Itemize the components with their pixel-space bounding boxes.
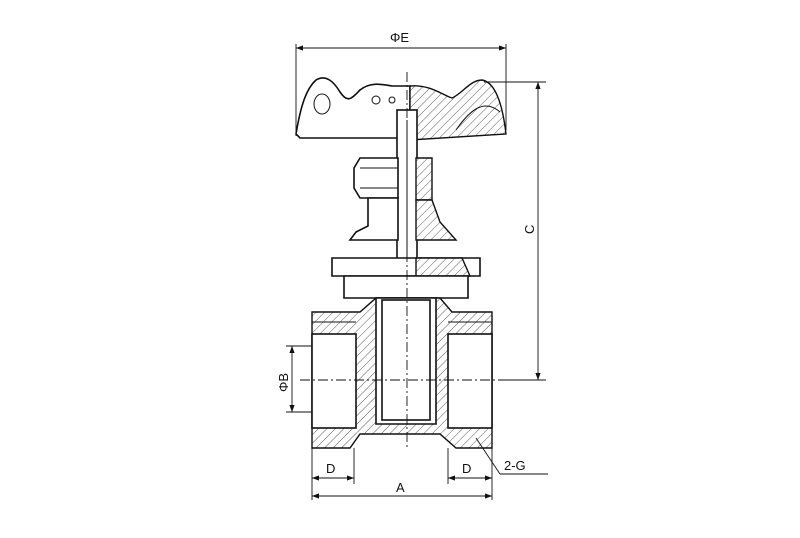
dimension-phi-b: ΦB [276, 345, 312, 413]
label-2g: 2-G [504, 458, 526, 473]
packing-nut [353, 157, 433, 201]
label-c: C [522, 225, 537, 234]
label-a: A [396, 480, 405, 495]
dimension-d-right: D [447, 448, 493, 500]
label-d-left: D [326, 461, 335, 476]
dimension-phi-e: ΦE [295, 30, 507, 136]
center-lines [300, 72, 520, 448]
label-d-right: D [462, 461, 471, 476]
label-phi-e: ΦE [390, 30, 409, 45]
handwheel [295, 77, 507, 141]
dimension-c: C [484, 81, 546, 381]
leader-2g: 2-G [475, 437, 548, 475]
valve-body [311, 297, 493, 449]
dimension-a: A [312, 480, 492, 499]
bonnet [331, 197, 481, 299]
dimension-d-left: D [311, 448, 355, 500]
label-phi-b: ΦB [276, 373, 291, 392]
